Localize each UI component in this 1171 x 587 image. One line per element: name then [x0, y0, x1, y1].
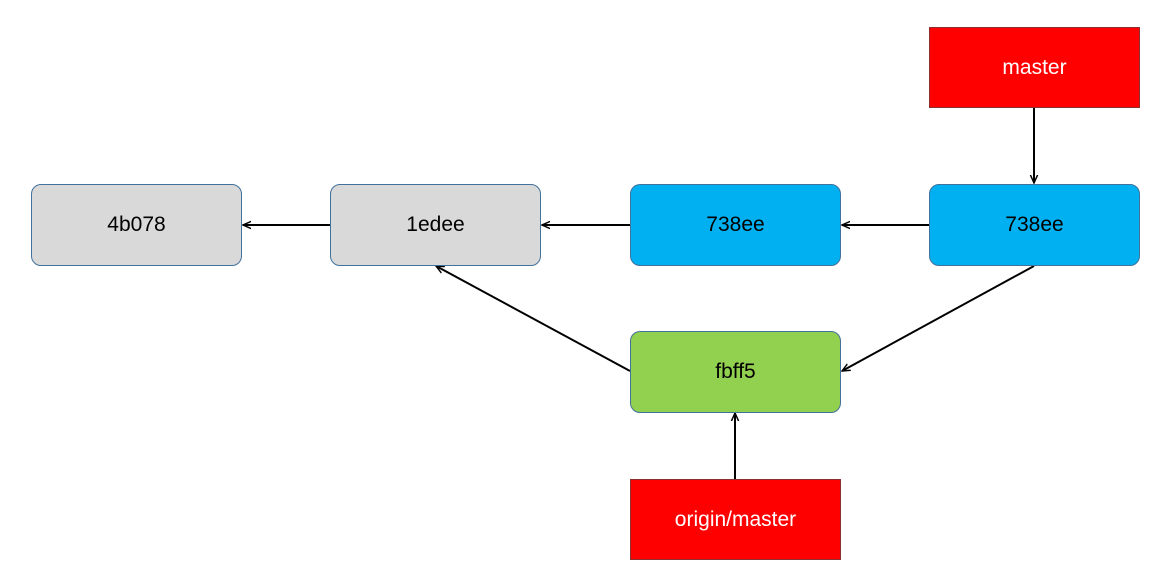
- branch-ref-master: master: [929, 27, 1140, 108]
- branch-label: master: [1002, 55, 1067, 79]
- commit-label: 738ee: [1005, 213, 1064, 236]
- commit-label: 4b078: [107, 213, 166, 236]
- commit-node-4b078: 4b078: [31, 184, 242, 266]
- commit-node-738ee-parent: 738ee: [630, 184, 841, 266]
- branch-ref-origin-master: origin/master: [630, 479, 841, 560]
- edge-738ee-to-fbff5: [842, 265, 1035, 372]
- commit-node-738ee-head: 738ee: [929, 184, 1140, 266]
- branch-label: origin/master: [674, 507, 797, 531]
- commit-label: fbff5: [715, 360, 756, 383]
- commit-label: 1edee: [406, 213, 465, 236]
- commit-label: 738ee: [706, 213, 765, 236]
- commit-node-1edee: 1edee: [330, 184, 541, 266]
- edge-fbff5-to-1edee: [436, 265, 631, 372]
- commit-node-fbff5: fbff5: [630, 331, 841, 413]
